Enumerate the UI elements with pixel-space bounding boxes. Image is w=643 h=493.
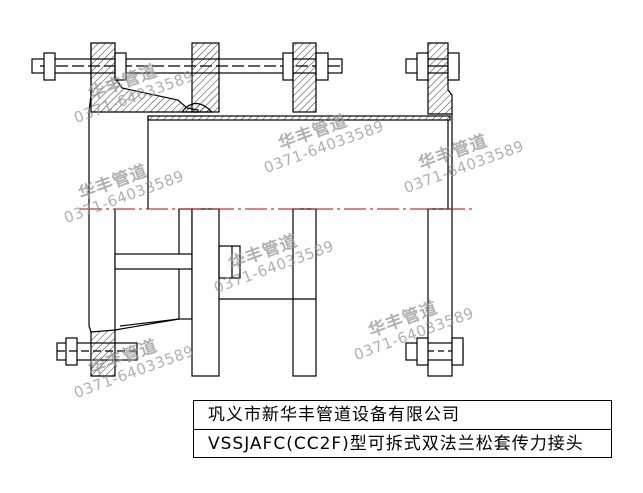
middle-flange-bottom	[292, 208, 317, 377]
right-top-bolt	[405, 52, 460, 81]
left-flange-body	[90, 42, 199, 113]
small-nut	[218, 245, 241, 279]
middle-flange-top	[292, 42, 317, 113]
title-block: 巩义市新华丰管道设备有限公司 VSSJAFC(CC2F)型可拆式双法兰松套传力接…	[193, 400, 612, 458]
pipe-wall	[147, 115, 451, 121]
left-flange-bottom	[90, 329, 116, 377]
product-name: VSSJAFC(CC2F)型可拆式双法兰松套传力接头	[208, 434, 584, 454]
right-flange-top	[427, 42, 453, 115]
bottom-right-bolt	[405, 337, 464, 366]
tie-rod-lower	[114, 253, 193, 270]
gland-flange-top	[191, 42, 220, 113]
bottom-left-bolt	[56, 337, 138, 366]
gland-flange-bottom	[191, 208, 220, 377]
right-flange-bottom	[427, 208, 453, 377]
company-name: 巩义市新华丰管道设备有限公司	[194, 401, 611, 430]
